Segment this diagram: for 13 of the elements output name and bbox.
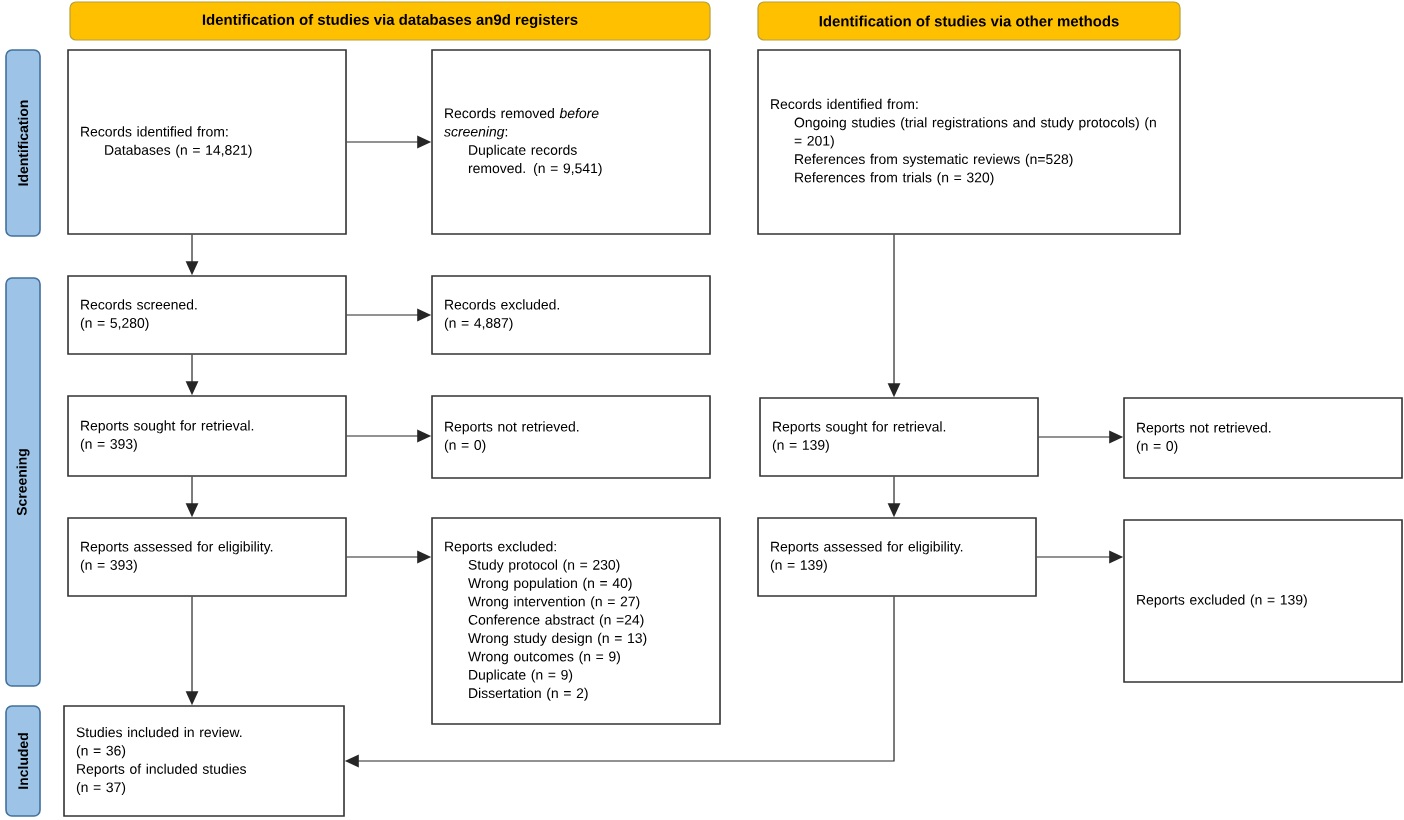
arrow	[887, 234, 901, 398]
arrow	[346, 135, 432, 149]
arrow	[1036, 550, 1124, 564]
arrow	[346, 308, 432, 322]
arrow	[887, 476, 901, 518]
arrow	[185, 596, 199, 706]
arrow	[185, 354, 199, 396]
arrow	[346, 429, 432, 443]
arrow	[185, 476, 199, 518]
arrow	[344, 596, 895, 768]
arrow	[1038, 430, 1124, 444]
arrow	[346, 550, 432, 564]
arrow	[185, 234, 199, 276]
